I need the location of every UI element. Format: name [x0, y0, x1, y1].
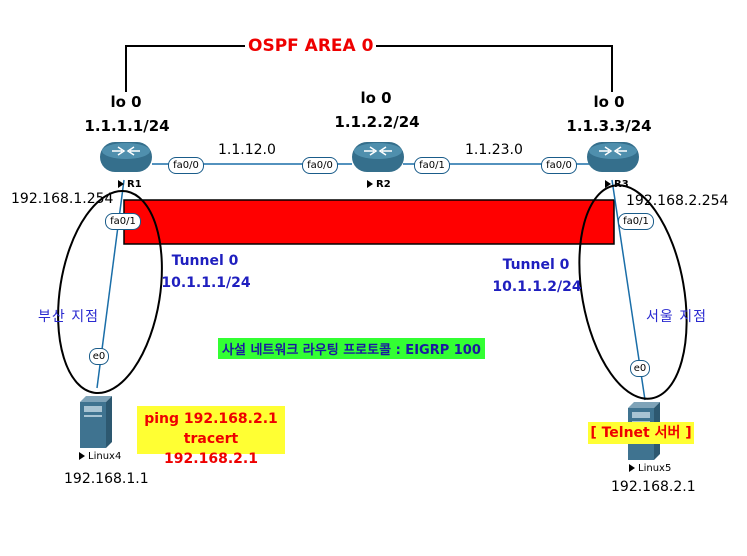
linux4-tracert-command: tracert 192.168.2.1 [164, 431, 258, 467]
linux4-server-icon [80, 396, 112, 448]
tunnel-left-ip: 10.1.1.1/24 [161, 275, 251, 291]
seoul-site-ellipse [578, 184, 688, 400]
linux4-port-e0: e0 [89, 348, 109, 365]
r3-loopback-ip: 1.1.3.3/24 [566, 117, 652, 135]
r1-loopback-ip: 1.1.1.1/24 [84, 117, 170, 135]
busan-site-ellipse [57, 189, 163, 395]
r1-name: R1 [127, 179, 142, 190]
router-r2-icon [352, 142, 404, 172]
linux4-commands-box: ping 192.168.2.1 tracert 192.168.2.1 [137, 406, 285, 467]
tunnel-left-name: Tunnel 0 [171, 253, 239, 269]
network-r2-r3: 1.1.23.0 [465, 142, 523, 158]
r3-port-fa01: fa0/1 [618, 213, 654, 230]
linux5-role-label: [ Telnet 서버 ] [588, 422, 694, 444]
linux4-name: Linux4 [88, 451, 122, 462]
linux5-ip: 192.168.2.1 [611, 479, 696, 495]
tunnel-right-name: Tunnel 0 [502, 257, 570, 273]
eigrp-label: 사설 네트워크 라우팅 프로토콜 : EIGRP 100 [218, 338, 485, 359]
r3-label-arrow-icon [605, 180, 611, 188]
router-r3-icon [587, 142, 639, 172]
linux4-label-arrow-icon [79, 452, 85, 460]
linux5-port-e0: e0 [630, 360, 650, 377]
r3-loopback-name: lo 0 [593, 93, 625, 111]
ospf-area-label: OSPF AREA 0 [245, 36, 377, 56]
linux5-label-arrow-icon [629, 464, 635, 472]
router-r1-icon [100, 142, 152, 172]
r1-port-fa00: fa0/0 [168, 157, 204, 174]
network-r1-r2: 1.1.12.0 [218, 142, 276, 158]
linux4-ip: 192.168.1.1 [64, 471, 149, 487]
gre-tunnel [123, 199, 615, 245]
r3-name: R3 [614, 179, 629, 190]
r1-loopback-name: lo 0 [110, 93, 142, 111]
r2-loopback-ip: 1.1.2.2/24 [334, 113, 420, 131]
linux4-ping-command: ping 192.168.2.1 [144, 411, 278, 427]
r2-name: R2 [376, 179, 391, 190]
r1-port-fa01: fa0/1 [105, 213, 141, 230]
r3-port-fa00: fa0/0 [541, 157, 577, 174]
tunnel-right-ip: 10.1.1.2/24 [492, 279, 582, 295]
linux5-name: Linux5 [638, 463, 672, 474]
r2-port-fa01: fa0/1 [414, 157, 450, 174]
r1-label-arrow-icon [118, 180, 124, 188]
r3-lan-ip: 192.168.2.254 [626, 193, 729, 209]
r2-port-fa00: fa0/0 [302, 157, 338, 174]
seoul-site-label: 서울 지점 [646, 309, 707, 325]
busan-site-label: 부산 지점 [38, 309, 99, 325]
r1-lan-ip: 192.168.1.254 [11, 191, 114, 207]
r2-loopback-name: lo 0 [360, 89, 392, 107]
r2-label-arrow-icon [367, 180, 373, 188]
